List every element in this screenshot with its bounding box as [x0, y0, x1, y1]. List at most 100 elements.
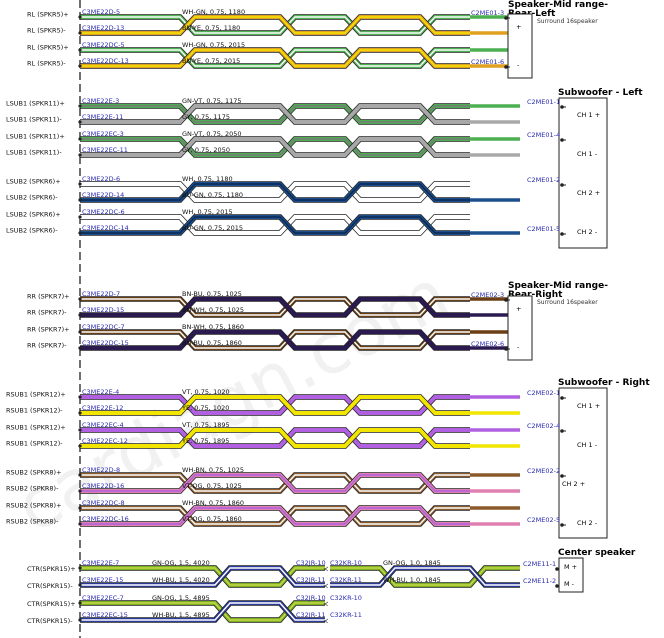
connector-label: C3ME22DC-6	[82, 208, 125, 216]
sub-left-title: Subwoofer - Left	[558, 88, 643, 98]
harness-terminal	[78, 330, 82, 334]
rear-right-pin-minus: -	[517, 343, 520, 351]
wire-stripe	[80, 567, 325, 586]
rear-right-speaker-box	[507, 295, 533, 361]
inline-connector-symbol: ≺	[323, 617, 328, 625]
rear-left-pin-plus: +	[516, 23, 521, 31]
wire-19	[80, 427, 520, 449]
signal-label: LSUB2 (SPKR6)-	[6, 194, 58, 202]
wire-spec-label: GN-VT, 0.75, 2050	[182, 130, 242, 138]
connector-label: C3ME22EC-4	[82, 421, 124, 429]
connector-label: C3ME22E-15	[82, 576, 123, 584]
sub-right-ch2-minus: CH 2 -	[577, 519, 598, 527]
connector-label: C3ME22EC-12	[82, 437, 128, 445]
wire-spec-label: BN-YE, 0.75, 2015	[182, 57, 240, 65]
wire-spec-label: WH, 0.75, 1180	[182, 175, 233, 183]
center-pin-plus: M +	[564, 563, 577, 571]
signal-label: RL (SPKR5)-	[27, 27, 66, 35]
sub-left-box	[558, 97, 608, 249]
connector-label: C3ME22DC-16	[82, 515, 129, 523]
wire-spec-label: BN-WH, 0.75, 1860	[182, 323, 244, 331]
wire-spec-label: BN-YE, 0.75, 1180	[182, 24, 240, 32]
signal-label: RSUB2 (SPKR8)+	[6, 469, 62, 477]
connector-label: C3ME22EC-7	[82, 594, 124, 602]
wire-spec-label: BN-BU, 0.75, 1025	[182, 290, 242, 298]
connector-label: C3ME22DC-13	[82, 57, 129, 65]
rear-left-note: Surround 16speaker	[537, 18, 598, 25]
wire-spec-label: WH-BN, 0.75, 1860	[182, 499, 244, 507]
connector-label: C3ME22D-5	[82, 8, 120, 16]
rear-left-pin-minus: -	[517, 61, 520, 69]
sub-left-ch1-plus: CH 1 +	[577, 111, 600, 119]
center-title: Center speaker	[558, 548, 636, 558]
harness-terminal	[78, 506, 82, 510]
harness-terminal	[78, 198, 82, 202]
wire-spec-label: WH-BU, 1.5, 4895	[152, 611, 210, 619]
harness-terminal	[78, 215, 82, 219]
dest-connector-label: C2ME01-1	[527, 98, 560, 106]
sub-right-box	[558, 387, 608, 539]
signal-label: LSUB1 (SPKR11)-	[6, 116, 62, 124]
rear-right-title: Speaker-Mid range-	[508, 281, 608, 291]
connector-label: C3ME22D-7	[82, 290, 120, 298]
connector-label: C3ME22E-4	[82, 388, 119, 396]
wire-3	[80, 47, 520, 69]
wire-spec-label: GN-VT, 0.75, 1175	[182, 97, 242, 105]
wire-spec-label: BU-GN, 0.75, 2015	[182, 224, 243, 232]
harness-terminal	[78, 566, 82, 570]
sub-right-ch1-plus: CH 1 +	[577, 402, 600, 410]
dest-connector-label: C2ME02-1	[527, 389, 560, 397]
signal-label: RL (SPKR5)+	[27, 11, 69, 19]
harness-terminal	[78, 444, 82, 448]
connector-label: C3ME22E-7	[82, 559, 119, 567]
signal-label: CTR(SPKR15)+	[27, 600, 76, 608]
signal-label: RSUB1 (SPKR12)+	[6, 424, 66, 432]
signal-label: LSUB1 (SPKR11)+	[6, 133, 65, 141]
wire-stripe	[80, 331, 470, 349]
connector-label: C3ME22DC-14	[82, 224, 129, 232]
signal-label: RL (SPKR5)+	[27, 44, 69, 52]
harness-terminal	[78, 618, 82, 622]
connector-label: C3ME22E-12	[82, 404, 123, 412]
connector-label: C3ME22DC-7	[82, 323, 125, 331]
harness-terminal	[78, 104, 82, 108]
wire-stripe	[80, 474, 470, 492]
wire-23	[80, 505, 520, 527]
wire-1	[80, 14, 520, 36]
dest-connector-label: C2ME02-4	[527, 422, 560, 430]
connector-label: C3ME22E-11	[82, 113, 123, 121]
dest-connector-label: C2ME01-3	[471, 9, 504, 17]
rear-left-title: Speaker-Mid range-	[508, 0, 608, 10]
wire-stripe	[80, 16, 470, 34]
connector-label: C3ME22D-6	[82, 175, 120, 183]
wire-spec-label: GY, 0.75, 1175	[182, 113, 230, 121]
harness-terminal	[78, 395, 82, 399]
inline-connector-symbol: ≺	[323, 582, 328, 590]
harness-terminal	[78, 489, 82, 493]
signal-label: RSUB1 (SPKR12)-	[6, 440, 63, 448]
wire-spec-label: BN-BU, 0.75, 1860	[182, 339, 242, 347]
wire-stripe	[80, 298, 470, 316]
center-speaker-box	[558, 557, 584, 593]
inline-connector-label: C32KR-11	[330, 576, 362, 584]
wire-stripe	[80, 183, 470, 201]
signal-label: RR (SPKR7)-	[27, 342, 67, 350]
signal-label: RSUB1 (SPKR12)-	[6, 407, 63, 415]
wire-spec-label: WH-BU, 1.5, 4020	[152, 576, 210, 584]
terminal-dot	[555, 584, 559, 588]
wire-spec-label: GN-OG, 1.5, 4895	[152, 594, 210, 602]
signal-label: RSUB2 (SPKR8)-	[6, 485, 59, 493]
signal-label: LSUB2 (SPKR6)+	[6, 211, 61, 219]
dest-connector-label: C2ME01-5	[527, 225, 560, 233]
terminal-dot	[555, 567, 559, 571]
wire-spec-label: BN-WH, 0.75, 1025	[182, 306, 244, 314]
sub-right-ch1-minus: CH 1 -	[577, 441, 598, 449]
inline-connector-label: C32KR-10	[330, 594, 362, 602]
harness-terminal	[78, 313, 82, 317]
wire-spec-label: WH-BU, 1.0, 1845	[383, 576, 441, 584]
connector-label: C3ME22D-16	[82, 482, 124, 490]
signal-label: CTR(SPKR15)+	[27, 565, 76, 573]
wire-spec-label: VT-OG, 0.75, 1860	[182, 515, 242, 523]
